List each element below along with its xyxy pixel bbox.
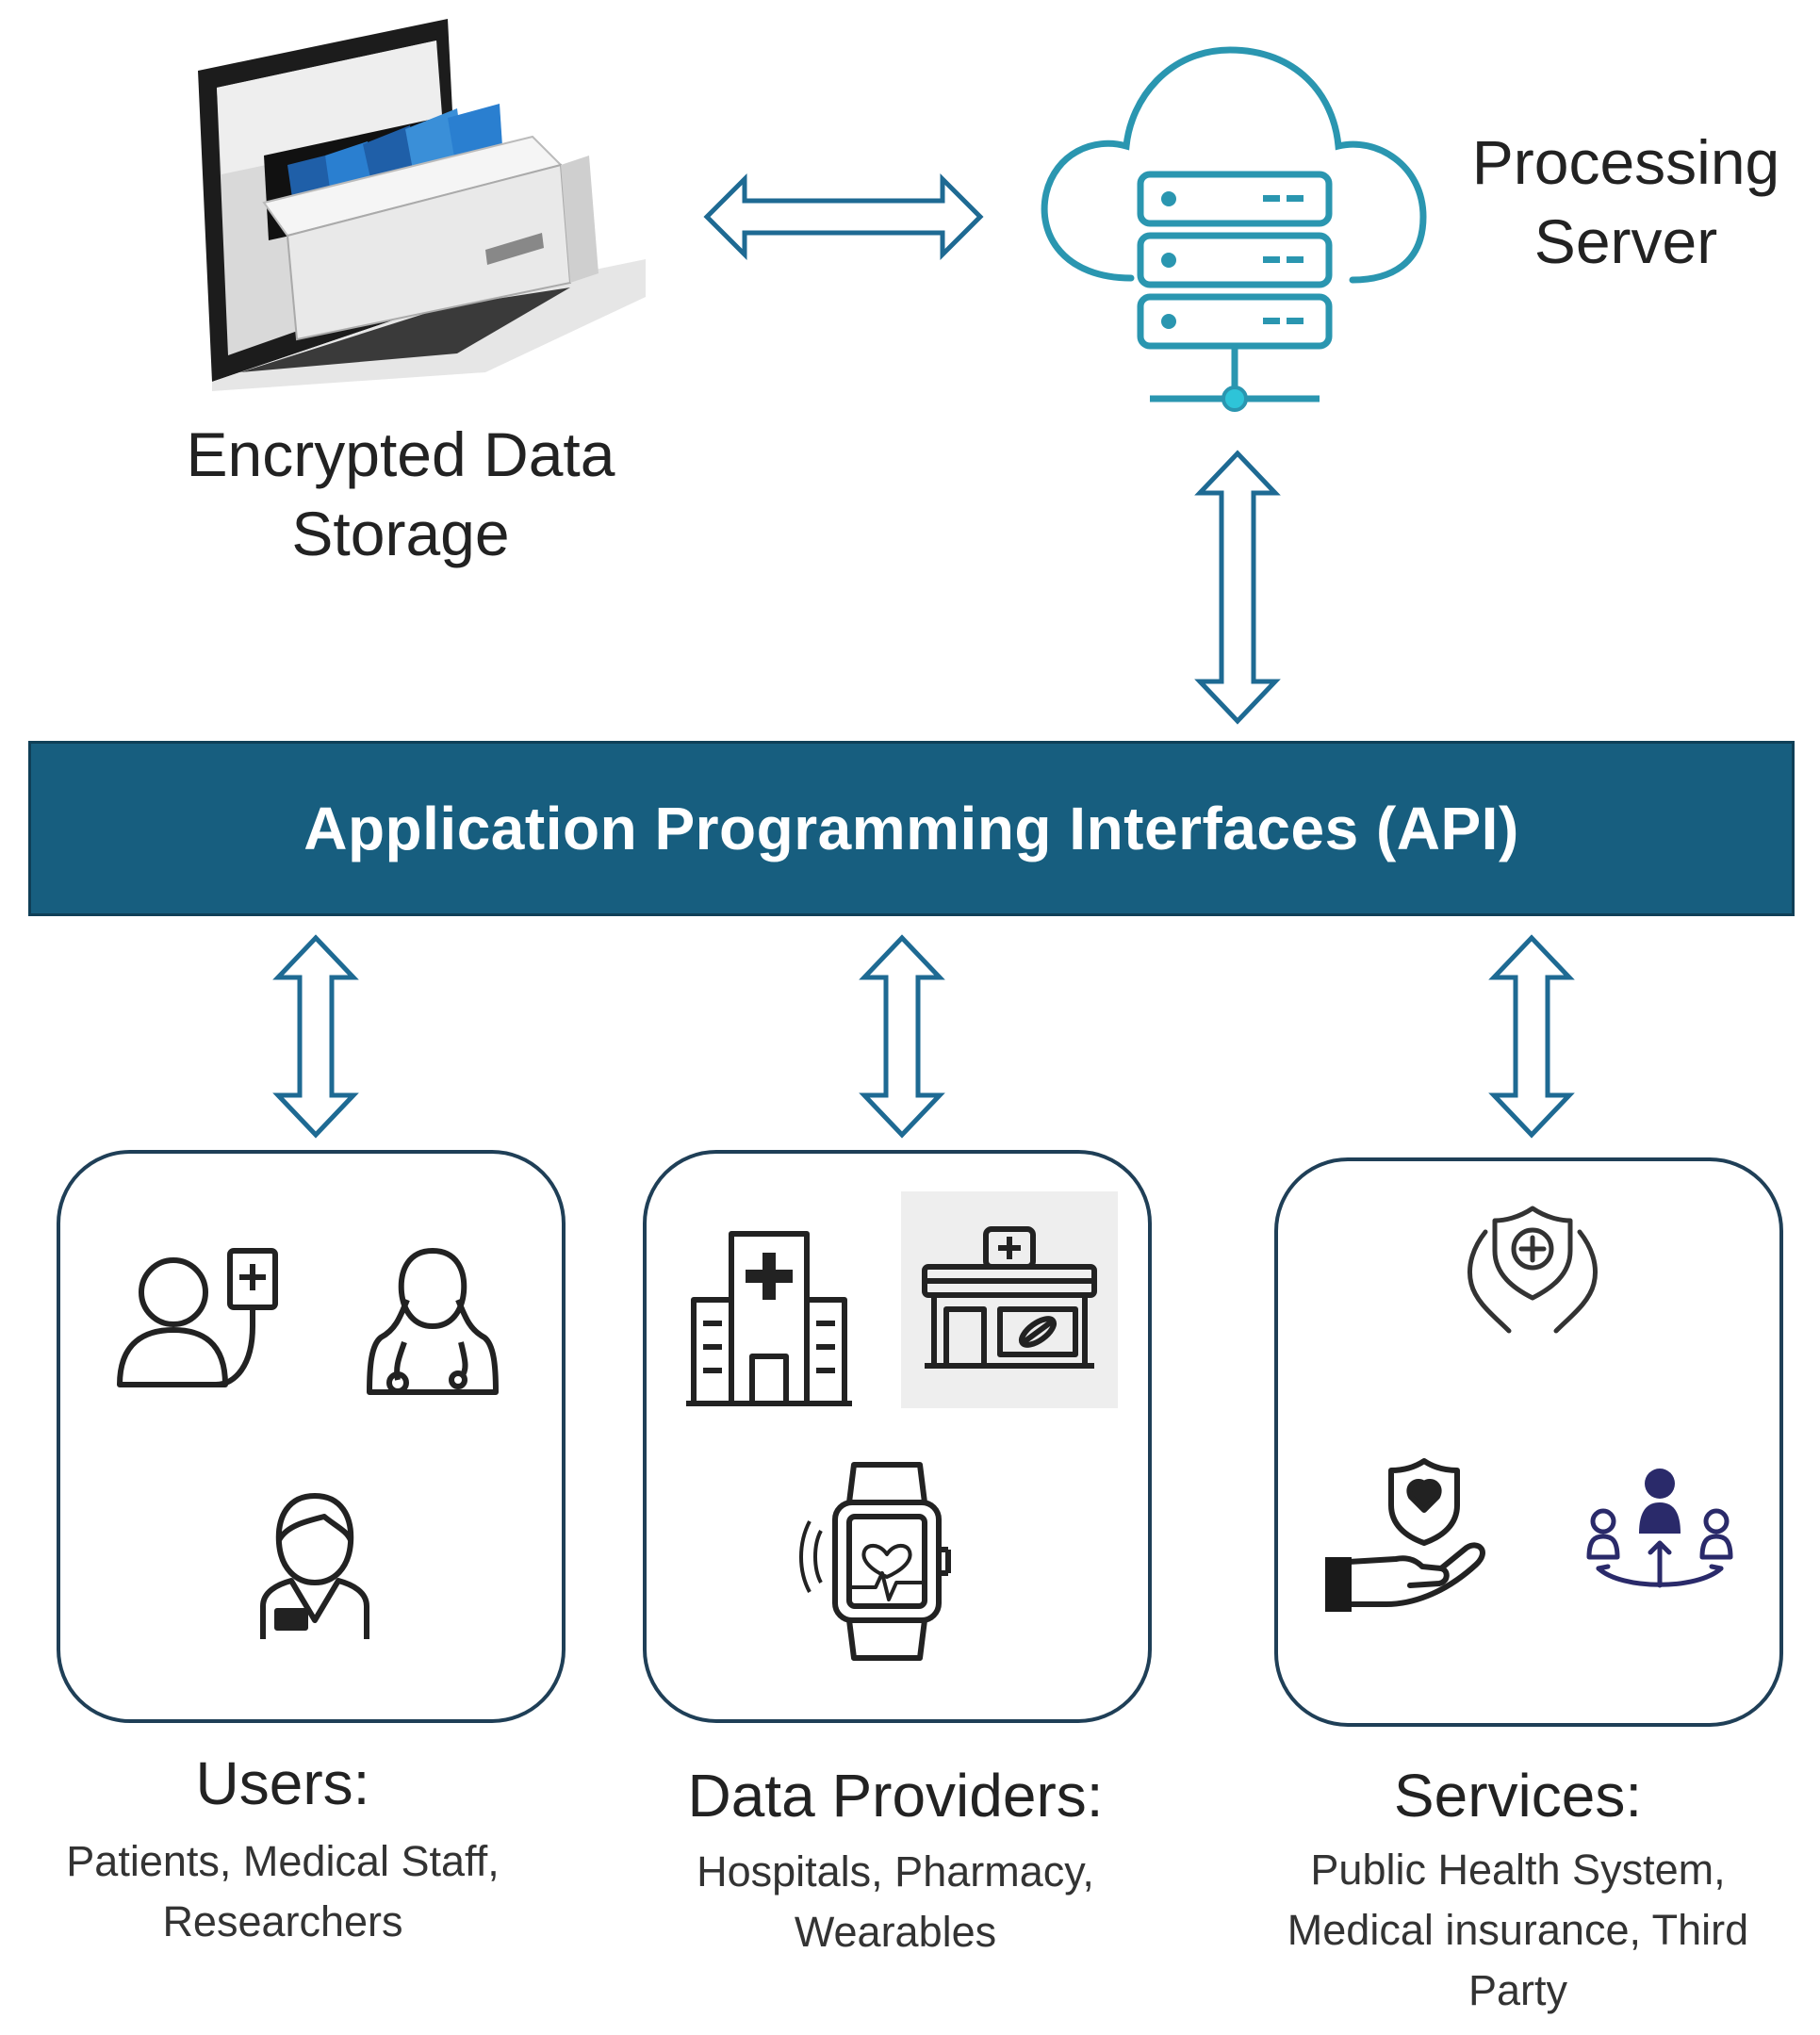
users-sub-line2: Researchers bbox=[162, 1897, 403, 1945]
insurance-hand-icon bbox=[1320, 1453, 1509, 1623]
providers-title: Data Providers: bbox=[687, 1762, 1104, 1830]
storage-icon bbox=[174, 14, 664, 391]
api-label: Application Programming Interfaces (API) bbox=[303, 795, 1519, 862]
services-sub-line2: Medical insurance, Third bbox=[1287, 1906, 1749, 1954]
server-label: Processing Server bbox=[1442, 123, 1810, 281]
services-panel bbox=[1274, 1157, 1783, 1727]
providers-sub-line2: Wearables bbox=[794, 1908, 997, 1956]
server-label-line1: Processing bbox=[1471, 127, 1780, 197]
api-users-arrow bbox=[272, 934, 359, 1139]
health-care-hands-icon bbox=[1457, 1194, 1608, 1336]
users-title: Users: bbox=[195, 1749, 370, 1817]
services-sub-line1: Public Health System, bbox=[1310, 1846, 1726, 1894]
doctor-stethoscope-icon bbox=[362, 1243, 503, 1399]
third-party-people-icon bbox=[1580, 1463, 1740, 1604]
hospital-icon bbox=[684, 1224, 854, 1413]
server-api-arrow bbox=[1194, 450, 1281, 725]
storage-label: Encrypted Data Storage bbox=[151, 415, 650, 573]
storage-label-line2: Storage bbox=[291, 499, 510, 568]
services-title: Services: bbox=[1393, 1762, 1643, 1830]
services-sub-line3: Party bbox=[1467, 1966, 1568, 2014]
users-sub-line1: Patients, Medical Staff, bbox=[66, 1837, 500, 1885]
providers-panel bbox=[643, 1150, 1152, 1723]
pharmacy-icon bbox=[901, 1191, 1118, 1408]
users-panel bbox=[57, 1150, 566, 1723]
api-services-arrow bbox=[1488, 934, 1575, 1139]
smartwatch-icon bbox=[793, 1460, 981, 1663]
providers-sub-line1: Hospitals, Pharmacy, bbox=[697, 1847, 1094, 1896]
storage-label-line1: Encrypted Data bbox=[186, 419, 615, 489]
services-caption: Services: Public Health System, Medical … bbox=[1216, 1761, 1820, 2021]
patient-iv-icon bbox=[112, 1243, 291, 1394]
api-bar: Application Programming Interfaces (API) bbox=[28, 741, 1795, 916]
providers-caption: Data Providers: Hospitals, Pharmacy, Wea… bbox=[594, 1761, 1197, 1962]
researcher-icon bbox=[249, 1488, 381, 1644]
users-caption: Users: Patients, Medical Staff, Research… bbox=[0, 1748, 566, 1952]
server-icon bbox=[1027, 42, 1442, 419]
api-providers-arrow bbox=[859, 934, 945, 1139]
server-label-line2: Server bbox=[1533, 206, 1718, 276]
storage-server-arrow bbox=[702, 172, 985, 261]
